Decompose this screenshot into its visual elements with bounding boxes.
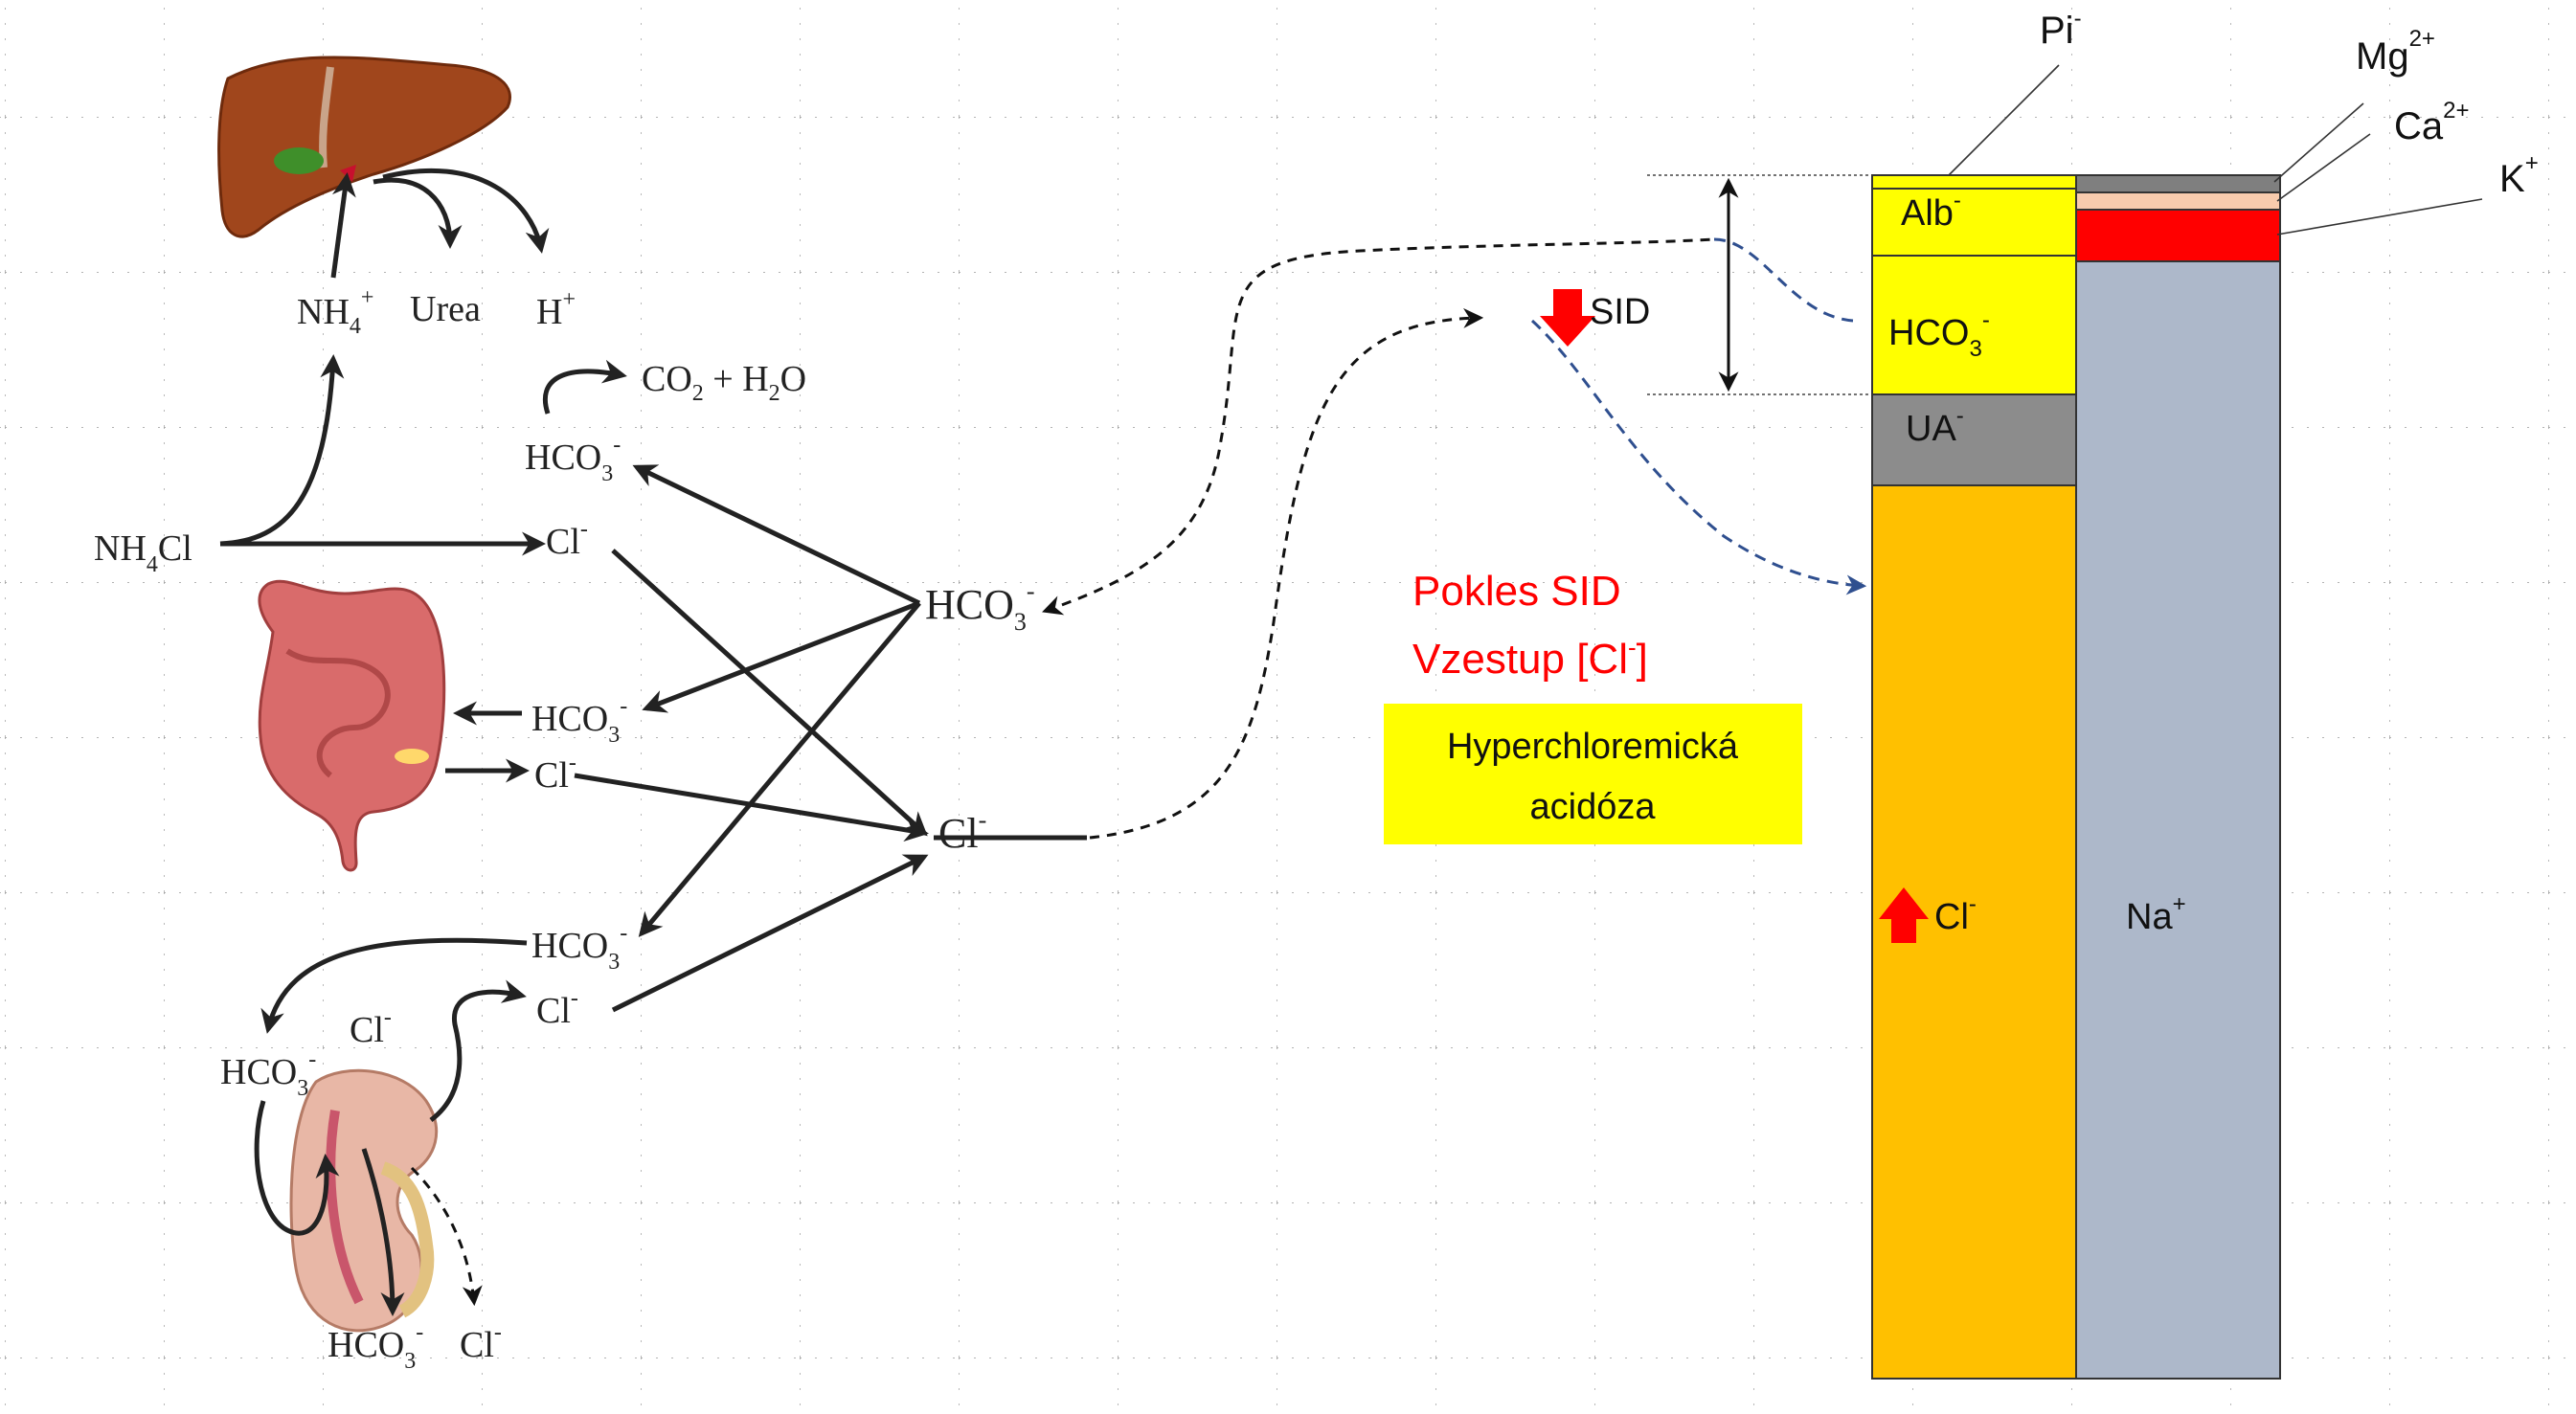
- hco3-intestine-label: HCO3-: [531, 694, 627, 748]
- hco3-kidney-out-label: HCO3-: [531, 921, 627, 975]
- cl-liver-label: Cl-: [546, 517, 588, 562]
- vzestup-cl-text: Vzestup [Cl-]: [1412, 633, 1648, 683]
- cl-gamble-label: Cl-: [1934, 891, 1977, 937]
- h-ion-label: H+: [536, 287, 576, 332]
- na-segment: [2075, 260, 2281, 1380]
- cl-up-arrow-icon: [1879, 887, 1929, 943]
- hyperchloremic-box: [1384, 704, 1802, 844]
- cl-urine-label: Cl-: [460, 1320, 502, 1365]
- alb-segment: [1871, 188, 2077, 257]
- cl-intestine-label: Cl-: [534, 751, 576, 796]
- ua-segment: [1871, 393, 2077, 486]
- pi-label: Pi-: [2040, 6, 2082, 52]
- urea-label: Urea: [410, 289, 481, 329]
- kidney-illustration: [289, 1068, 439, 1333]
- mg-segment: [2075, 174, 2281, 193]
- dashed-connectors: [1042, 237, 1867, 840]
- cl-blood-label: Cl-: [938, 806, 986, 857]
- k-label: K+: [2499, 150, 2539, 200]
- pi-segment: [1871, 174, 2077, 190]
- ua-label: UA-: [1906, 403, 1964, 449]
- pathway-arrows: [219, 168, 1087, 1316]
- na-label: Na+: [2126, 891, 2186, 937]
- hyperchloremic-line1: Hyperchloremická: [1447, 727, 1739, 767]
- gamblegram: Pi- Mg2+ Ca2+ K+ Alb- HCO3- UA- Cl- Na+: [1647, 6, 2539, 1380]
- ca-label: Ca2+: [2394, 98, 2470, 147]
- sid-indicator: SID: [1540, 289, 1650, 347]
- cl-kidney-label: Cl-: [350, 1005, 392, 1050]
- hco3-gamble-label: HCO3-: [1888, 307, 1990, 362]
- ca-segment: [2075, 191, 2281, 211]
- sid-label: SID: [1590, 292, 1650, 332]
- hco3-kidney-label: HCO3-: [220, 1047, 316, 1101]
- intestine-illustration: [258, 579, 446, 872]
- hco3-liver-label: HCO3-: [525, 433, 621, 486]
- co2-h2o-label: CO2 + H2O: [642, 359, 806, 406]
- hco3-blood-label: HCO3-: [925, 577, 1035, 636]
- hco3-urine-label: HCO3-: [328, 1320, 423, 1374]
- nh4cl-label: NH4Cl: [94, 528, 192, 577]
- mg-label: Mg2+: [2356, 26, 2435, 78]
- hyperchloremic-line2: acidóza: [1530, 787, 1657, 827]
- cl-kidney-out-label: Cl-: [536, 986, 578, 1031]
- k-segment: [2075, 209, 2281, 262]
- alb-label: Alb-: [1901, 188, 1961, 234]
- sid-down-arrow-icon: [1540, 289, 1595, 347]
- hco3-segment: [1871, 255, 2077, 395]
- pokles-sid-text: Pokles SID: [1412, 568, 1621, 615]
- liver-illustration: [217, 56, 511, 238]
- nh4-label: NH4+: [297, 285, 373, 339]
